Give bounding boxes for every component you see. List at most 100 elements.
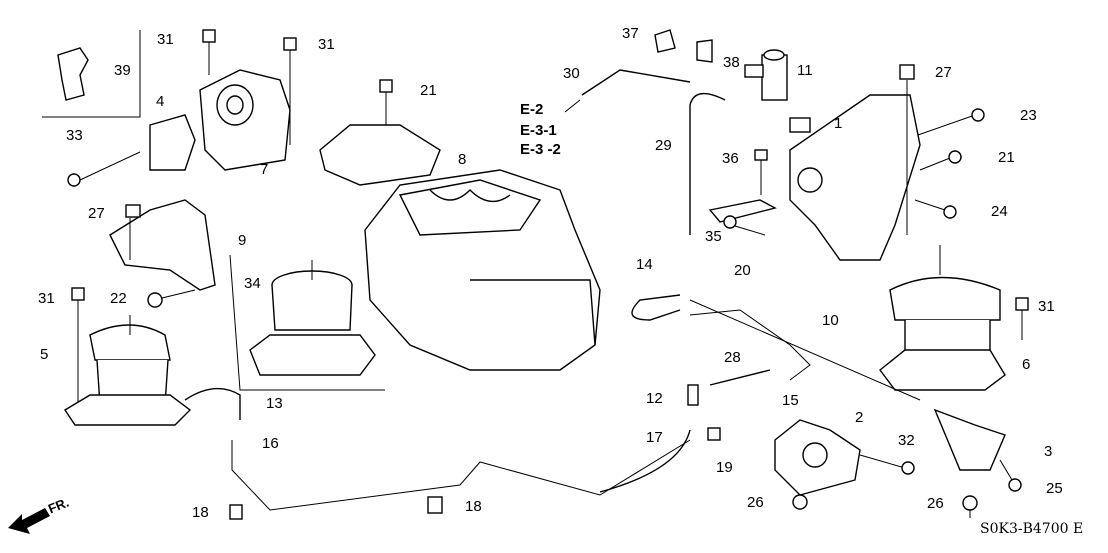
leader-line bbox=[229, 254, 385, 391]
label-22: 22 bbox=[110, 290, 127, 307]
bolt-31-left bbox=[71, 287, 85, 420]
part-8-bracket bbox=[319, 124, 441, 186]
label-18: 18 bbox=[192, 504, 209, 521]
bolt-25 bbox=[999, 459, 1022, 492]
label-19: 19 bbox=[716, 459, 733, 476]
label-31: 31 bbox=[1038, 298, 1055, 315]
label-34: 34 bbox=[244, 275, 261, 292]
label-30: 30 bbox=[563, 65, 580, 82]
label-14: 14 bbox=[636, 256, 653, 273]
label-21: 21 bbox=[420, 82, 437, 99]
arrow-to-refs bbox=[564, 99, 581, 113]
part-5-mount bbox=[64, 315, 192, 426]
bolt-20 bbox=[723, 215, 766, 236]
label-29: 29 bbox=[655, 137, 672, 154]
bolt-33 bbox=[67, 151, 141, 187]
part-11-valve bbox=[744, 49, 788, 101]
part-35-bracket bbox=[708, 199, 777, 223]
label-37: 37 bbox=[622, 25, 639, 42]
bolt-24 bbox=[914, 199, 957, 219]
part-1-cap bbox=[789, 117, 811, 133]
bolt-36 bbox=[754, 149, 768, 195]
clip-19 bbox=[707, 427, 721, 441]
nut-26-right bbox=[962, 495, 978, 518]
label-10: 10 bbox=[822, 312, 839, 329]
label-17: 17 bbox=[646, 429, 663, 446]
label-7: 7 bbox=[260, 161, 269, 178]
label-15: 15 bbox=[782, 392, 799, 409]
label-21: 21 bbox=[998, 149, 1015, 166]
reference-e-2[interactable]: E-2 bbox=[520, 101, 544, 118]
part-7-mount bbox=[199, 69, 291, 171]
diagram-code: S0K3-B4700 E bbox=[980, 521, 1084, 537]
label-9: 9 bbox=[238, 232, 247, 249]
reference-e-3-2[interactable]: E-3 -2 bbox=[520, 141, 561, 158]
label-36: 36 bbox=[722, 150, 739, 167]
label-31: 31 bbox=[157, 31, 174, 48]
hose-29 bbox=[689, 92, 726, 235]
clip-18-left bbox=[229, 504, 243, 520]
clip-38 bbox=[696, 39, 713, 63]
part-10-bracket bbox=[789, 64, 921, 261]
part-6-mount bbox=[879, 245, 1006, 391]
label-35: 35 bbox=[705, 228, 722, 245]
label-11: 11 bbox=[797, 62, 813, 79]
label-5: 5 bbox=[40, 346, 49, 363]
nut-26-left bbox=[792, 494, 808, 510]
label-26: 26 bbox=[927, 495, 944, 512]
part-3-bracket bbox=[933, 408, 1006, 471]
pipe-16 bbox=[231, 439, 691, 511]
label-28: 28 bbox=[724, 349, 741, 366]
hose-14 bbox=[631, 294, 681, 321]
engine-assembly bbox=[364, 169, 601, 371]
label-31: 31 bbox=[318, 36, 335, 53]
label-39: 39 bbox=[114, 62, 131, 79]
bolt-31-top-right bbox=[283, 37, 297, 145]
part-9-bracket bbox=[109, 199, 216, 291]
part-2-mount bbox=[774, 419, 861, 496]
label-27: 27 bbox=[935, 64, 952, 81]
hose-17 bbox=[599, 429, 691, 493]
pipe-15 bbox=[689, 309, 811, 381]
hose-30 bbox=[581, 69, 691, 96]
label-13: 13 bbox=[266, 395, 283, 412]
inset-frame bbox=[42, 30, 141, 118]
bolt-21-right bbox=[919, 150, 962, 171]
label-27: 27 bbox=[88, 205, 105, 222]
label-25: 25 bbox=[1046, 480, 1063, 497]
joint-12 bbox=[687, 384, 699, 406]
label-31: 31 bbox=[38, 290, 55, 307]
hose-13 bbox=[184, 387, 241, 420]
nut-27-left bbox=[125, 204, 141, 218]
bolt-23 bbox=[917, 108, 985, 136]
bolt-32 bbox=[859, 454, 915, 475]
label-6: 6 bbox=[1022, 356, 1031, 373]
hose-28 bbox=[709, 369, 771, 386]
reference-e-3-1[interactable]: E-3-1 bbox=[520, 122, 557, 139]
label-18: 18 bbox=[465, 498, 482, 515]
part-39-clip bbox=[57, 47, 89, 101]
clip-37 bbox=[654, 29, 676, 53]
bolt-31-top-left bbox=[202, 29, 216, 75]
part-34-mount bbox=[249, 260, 376, 376]
label-3: 3 bbox=[1044, 443, 1053, 460]
clip-18-right bbox=[427, 496, 443, 514]
front-arrow-icon bbox=[8, 508, 50, 534]
label-26: 26 bbox=[747, 494, 764, 511]
label-12: 12 bbox=[646, 390, 663, 407]
leader-line bbox=[689, 299, 921, 401]
label-4: 4 bbox=[156, 93, 165, 110]
label-23: 23 bbox=[1020, 107, 1037, 124]
bolt-31-right bbox=[1015, 297, 1029, 340]
label-8: 8 bbox=[458, 151, 467, 168]
label-33: 33 bbox=[66, 127, 83, 144]
label-20: 20 bbox=[734, 262, 751, 279]
label-1: 1 bbox=[834, 115, 843, 132]
bolt-22 bbox=[147, 289, 196, 308]
part-4-bracket bbox=[149, 114, 196, 171]
label-16: 16 bbox=[262, 435, 279, 452]
label-38: 38 bbox=[723, 54, 740, 71]
label-32: 32 bbox=[898, 432, 915, 449]
